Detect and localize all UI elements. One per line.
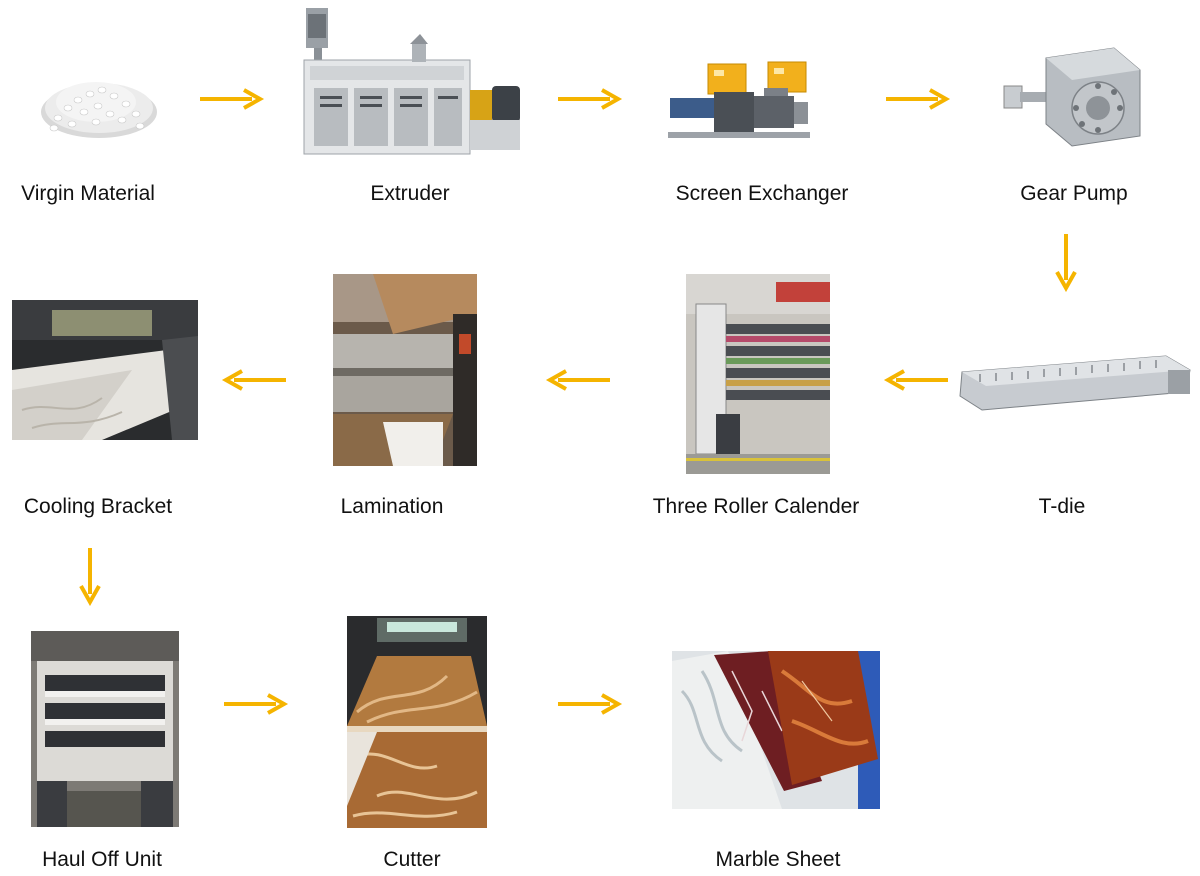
step-label-cutter: Cutter (383, 848, 441, 871)
cooling-bracket-image (12, 300, 198, 440)
step-label-lamination: Lamination (340, 495, 444, 518)
screen-exchanger-image (664, 58, 814, 142)
arrow-down-icon (78, 546, 102, 606)
arrow-left-icon (882, 368, 950, 392)
arrow-right-icon (556, 87, 624, 111)
virgin-material-image (38, 68, 160, 140)
step-label-t-die: T-die (1038, 495, 1086, 518)
lamination-image (333, 274, 477, 466)
arrow-left-icon (544, 368, 612, 392)
arrow-left-icon (220, 368, 288, 392)
haul-off-unit-image (31, 631, 179, 827)
step-label-extruder: Extruder (370, 182, 450, 205)
three-roller-calender-image (686, 274, 830, 474)
arrow-right-icon (198, 87, 266, 111)
arrow-down-icon (1054, 232, 1078, 292)
cutter-image (347, 616, 487, 828)
step-label-virgin-material: Virgin Material (21, 182, 155, 205)
arrow-right-icon (884, 87, 952, 111)
arrow-right-icon (556, 692, 624, 716)
step-label-gear-pump: Gear Pump (1020, 182, 1128, 205)
arrow-right-icon (222, 692, 290, 716)
extruder-image (300, 4, 526, 162)
step-label-marble-sheet: Marble Sheet (715, 848, 841, 871)
step-label-haul-off-unit: Haul Off Unit (42, 848, 162, 871)
marble-sheet-image (672, 651, 880, 809)
step-label-screen-exchanger: Screen Exchanger (675, 182, 849, 205)
step-label-three-roller-calender: Three Roller Calender (652, 495, 860, 518)
gear-pump-image (1002, 42, 1144, 152)
step-label-cooling-bracket: Cooling Bracket (23, 495, 173, 518)
t-die-image (956, 352, 1194, 416)
